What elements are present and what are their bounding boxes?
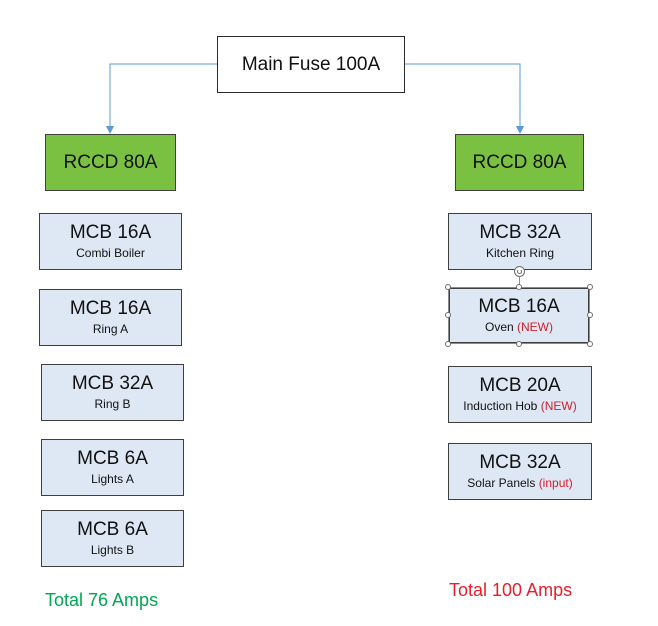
right-total-label: Total 100 Amps <box>449 580 573 600</box>
right-rccd-label: RCCD 80A <box>472 151 567 173</box>
mcb-circuit: Kitchen Ring <box>486 246 554 261</box>
mcb-rating: MCB 16A <box>69 222 152 243</box>
rotate-handle-icon[interactable] <box>514 266 525 277</box>
mcb-rating: MCB 32A <box>479 222 561 243</box>
mcb-circuit: Lights B <box>90 543 135 557</box>
left-total-label: Total 76 Amps <box>45 590 159 610</box>
mcb-rating: MCB 20A <box>479 375 561 396</box>
mcb-circuit: Induction Hob (NEW) <box>463 399 576 414</box>
main-fuse-box[interactable]: Main Fuse 100A <box>217 36 405 93</box>
left-rccd-box[interactable]: RCCD 80A <box>45 134 176 191</box>
mcb-circuit-name: Oven <box>484 320 514 334</box>
mcb-circuit: Ring A <box>92 322 129 336</box>
left-mcb-box[interactable]: MCB 16A Combi Boiler <box>39 213 182 270</box>
left-mcb-box[interactable]: MCB 16A Ring A <box>39 289 182 346</box>
mcb-circuit: Oven (NEW) <box>485 320 553 335</box>
mcb-tag: (input) <box>538 476 573 490</box>
left-mcb-box[interactable]: MCB 32A Ring B <box>41 364 184 421</box>
mcb-rating: MCB 6A <box>77 448 148 469</box>
resize-handle-bottom[interactable] <box>516 341 522 347</box>
mcb-rating: MCB 32A <box>71 373 154 394</box>
right-mcb-box-selected[interactable]: MCB 16A Oven (NEW) <box>449 288 589 343</box>
mcb-circuit: Ring B <box>94 397 131 411</box>
resize-handle-top-left[interactable] <box>445 284 451 290</box>
left-mcb-box[interactable]: MCB 6A Lights B <box>41 510 184 567</box>
mcb-rating: MCB 6A <box>77 519 148 540</box>
right-mcb-box[interactable]: MCB 32A Kitchen Ring <box>448 213 592 270</box>
connector-main-to-right-rccd <box>405 63 524 134</box>
right-mcb-box[interactable]: MCB 32A Solar Panels (input) <box>448 443 592 500</box>
mcb-circuit: Combi Boiler <box>76 246 145 260</box>
mcb-rating: MCB 16A <box>69 298 152 319</box>
main-fuse-label: Main Fuse 100A <box>241 53 381 75</box>
resize-handle-bottom-right[interactable] <box>587 341 593 347</box>
rotate-handle-stem <box>519 277 520 287</box>
connector-main-to-left-rccd <box>106 63 217 134</box>
resize-handle-top-right[interactable] <box>587 284 593 290</box>
mcb-rating: MCB 16A <box>478 296 560 317</box>
resize-handle-top[interactable] <box>516 284 522 290</box>
mcb-circuit-name: Solar Panels <box>467 476 536 490</box>
mcb-circuit: Solar Panels (input) <box>467 476 572 491</box>
mcb-tag: (NEW) <box>540 399 577 413</box>
mcb-rating: MCB 32A <box>479 452 561 473</box>
mcb-circuit-name: Kitchen Ring <box>485 246 555 260</box>
mcb-circuit: Lights A <box>91 472 134 486</box>
right-mcb-box[interactable]: MCB 20A Induction Hob (NEW) <box>448 366 592 423</box>
left-mcb-box[interactable]: MCB 6A Lights A <box>41 439 184 496</box>
right-rccd-box[interactable]: RCCD 80A <box>455 134 584 191</box>
resize-handle-left[interactable] <box>445 312 451 318</box>
resize-handle-right[interactable] <box>587 312 593 318</box>
mcb-circuit-name: Induction Hob <box>463 399 538 413</box>
resize-handle-bottom-left[interactable] <box>445 341 451 347</box>
mcb-tag: (NEW) <box>517 320 554 334</box>
left-rccd-label: RCCD 80A <box>63 151 158 173</box>
